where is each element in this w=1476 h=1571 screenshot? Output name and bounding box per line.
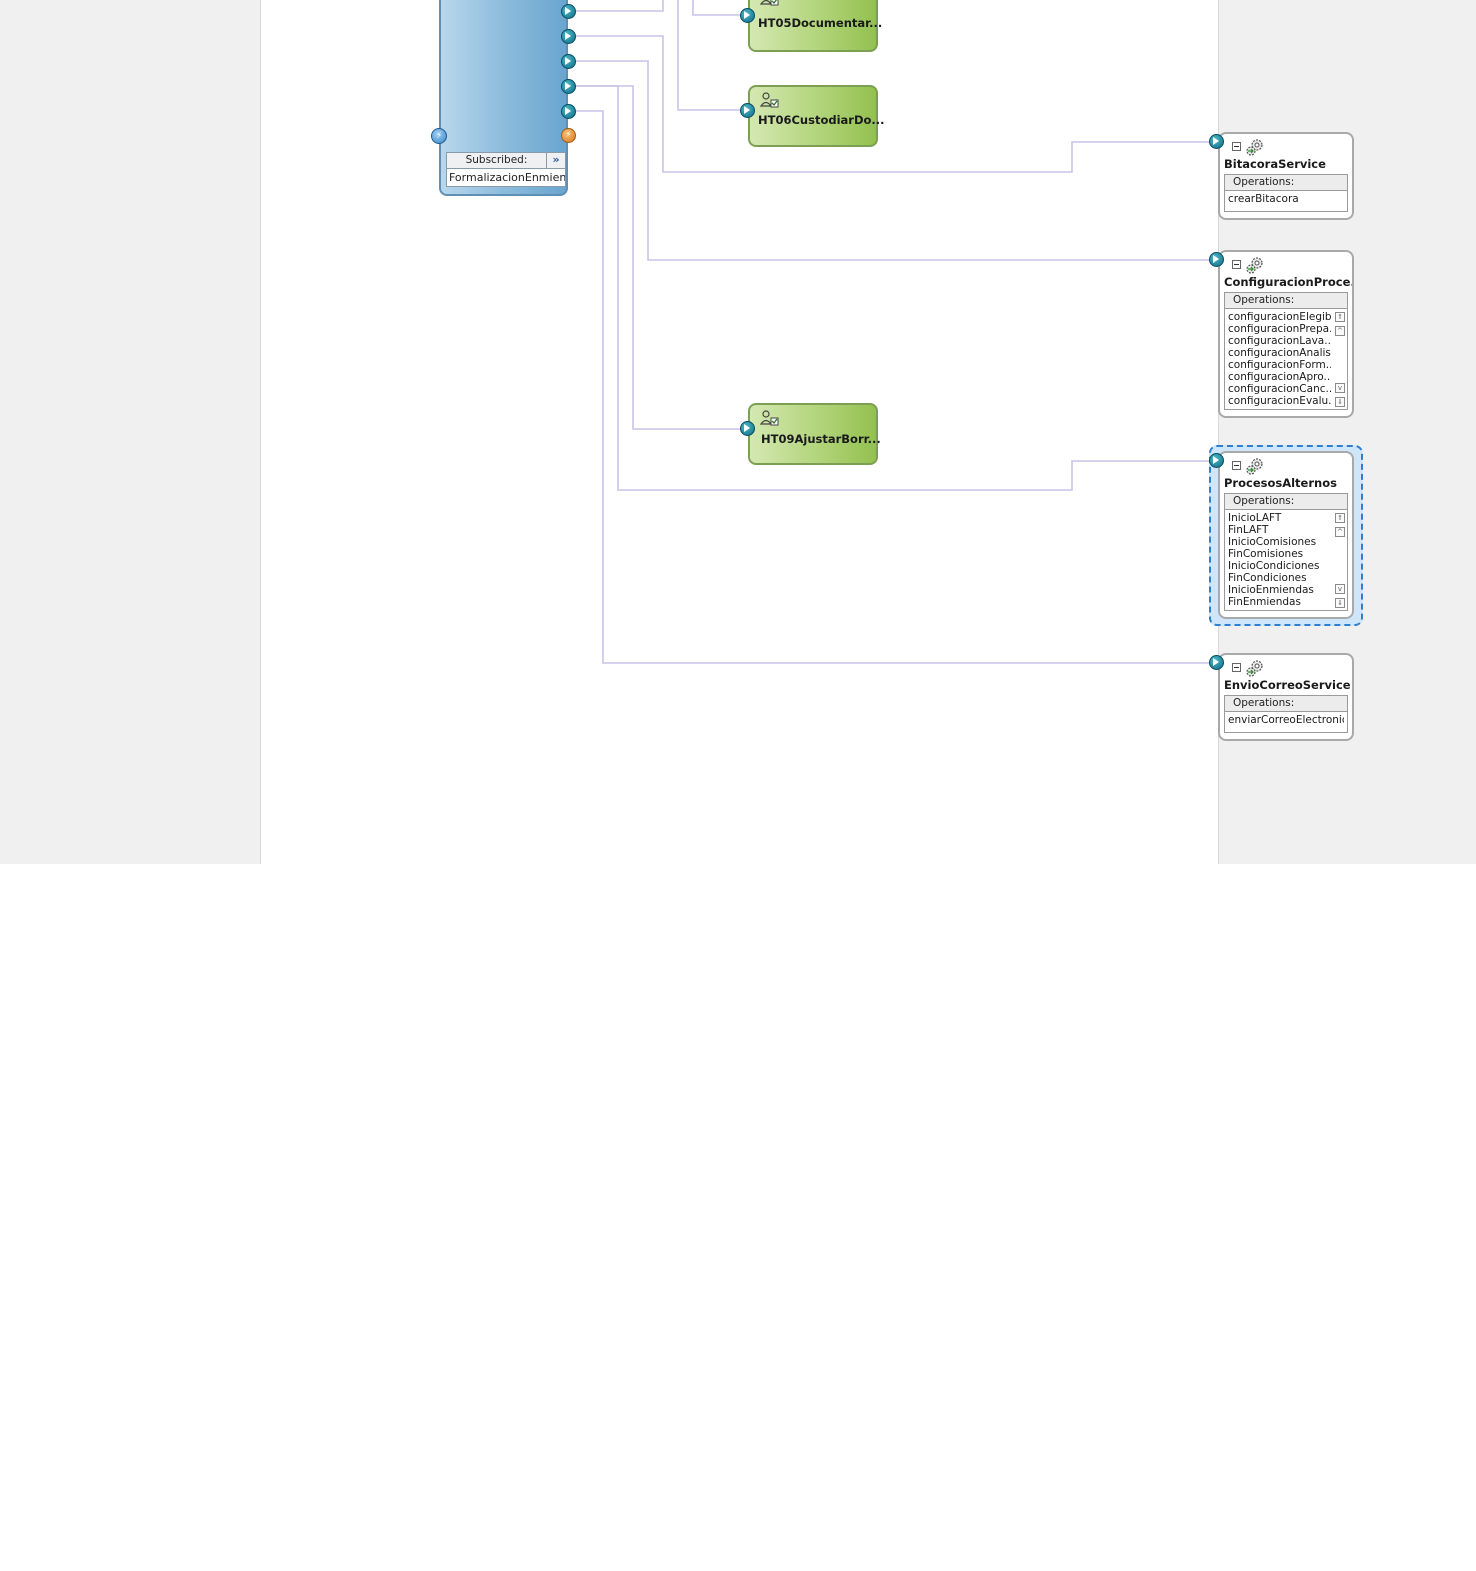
operations-list: InicioLAFT FinLAFT InicioComisiones FinC…: [1225, 510, 1347, 610]
service-gear-icon: [1246, 458, 1263, 475]
human-task-ht06[interactable]: HT06CustodiarDo...: [748, 85, 885, 147]
wire-configuracion: [576, 60, 1210, 261]
reference-port-configuracion[interactable]: [1209, 252, 1224, 267]
subscribed-label: Subscribed:: [465, 154, 528, 166]
operations-list: enviarCorreoElectronico: [1225, 712, 1347, 732]
operations-box: Operations: configuracionElegib... confi…: [1224, 292, 1348, 410]
collapse-icon[interactable]: [1232, 461, 1241, 470]
service-name: ProcesosAlternos: [1224, 476, 1337, 490]
operation-item[interactable]: configuracionAnalisis: [1228, 347, 1331, 359]
operations-box: Operations: crearBitacora: [1224, 174, 1348, 212]
component-reference-port-4[interactable]: [561, 79, 576, 94]
scroll-up-icon[interactable]: ^: [1335, 527, 1345, 537]
scroll-down-icon[interactable]: v: [1335, 383, 1345, 393]
operation-item[interactable]: configuracionElegib...: [1228, 311, 1331, 323]
operation-item[interactable]: configuracionEvalu...: [1228, 395, 1331, 407]
operations-label: Operations:: [1225, 293, 1347, 309]
wire-ht05: [576, 0, 664, 12]
component-reference-port-5[interactable]: [561, 104, 576, 119]
task-name: HT06CustodiarDo...: [758, 113, 885, 127]
human-task-icon: [760, 410, 779, 426]
task-service-port-ht05[interactable]: [740, 8, 755, 23]
operations-list: crearBitacora: [1225, 191, 1347, 211]
scroll-up-icon[interactable]: ^: [1335, 326, 1345, 336]
task-service-port-ht06[interactable]: [740, 103, 755, 118]
wire-envio: [576, 110, 1210, 664]
operations-box: Operations: InicioLAFT FinLAFT InicioCom…: [1224, 493, 1348, 611]
service-gear-icon: [1246, 139, 1263, 156]
operations-label: Operations:: [1225, 494, 1347, 510]
scroll-top-icon[interactable]: ⇑: [1335, 312, 1345, 322]
scroll-down-icon[interactable]: v: [1335, 584, 1345, 594]
wire-bitacora: [576, 35, 1210, 173]
service-gear-icon: [1246, 257, 1263, 274]
human-task-icon: [760, 0, 779, 6]
expand-subscribed-button[interactable]: »: [546, 153, 565, 168]
task-service-port-ht09[interactable]: [740, 421, 755, 436]
task-name: HT05Documentar...: [758, 16, 883, 30]
event-subscription-icon[interactable]: ⚡: [431, 128, 447, 144]
operation-item[interactable]: InicioCondiciones: [1228, 560, 1320, 572]
component-reference-port-1[interactable]: [561, 4, 576, 19]
operation-item[interactable]: configuracionLava...: [1228, 335, 1331, 347]
operation-item[interactable]: configuracionForm...: [1228, 359, 1331, 371]
process-component[interactable]: Subscribed: » FormalizacionEnmiend...: [439, 0, 568, 196]
component-reference-port-3[interactable]: [561, 54, 576, 69]
operations-box: Operations: enviarCorreoElectronico: [1224, 695, 1348, 733]
task-name: HT09AjustarBorr...: [761, 432, 881, 446]
reference-service-procesos-alternos[interactable]: ProcesosAlternos Operations: InicioLAFT …: [1218, 451, 1354, 619]
collapse-icon[interactable]: [1232, 260, 1241, 269]
event-icon[interactable]: ⚡: [561, 128, 576, 143]
wire-ht06: [677, 0, 741, 111]
scroll-bottom-icon[interactable]: ⇓: [1335, 397, 1345, 407]
wire-ht09: [576, 85, 741, 430]
subscribed-event-value: FormalizacionEnmiend...: [449, 171, 565, 184]
scroll-bottom-icon[interactable]: ⇓: [1335, 598, 1345, 608]
exposed-services-lane: [0, 0, 261, 864]
collapse-icon[interactable]: [1232, 663, 1241, 672]
service-name: EnvioCorreoService: [1224, 678, 1351, 692]
components-lane: [261, 0, 1218, 864]
composite-canvas: Subscribed: » FormalizacionEnmiend... ⚡ …: [0, 0, 1476, 864]
reference-port-procesos-alternos[interactable]: [1209, 453, 1224, 468]
operation-item[interactable]: InicioLAFT: [1228, 512, 1282, 524]
operation-item[interactable]: crearBitacora: [1228, 193, 1299, 205]
component-reference-port-2[interactable]: [561, 29, 576, 44]
reference-service-envio-correo[interactable]: EnvioCorreoService Operations: enviarCor…: [1218, 653, 1354, 741]
wires: [576, 0, 1210, 664]
operations-list: configuracionElegib... configuracionPrep…: [1225, 309, 1347, 409]
scroll-top-icon[interactable]: ⇑: [1335, 513, 1345, 523]
human-task-icon: [760, 92, 779, 108]
collapse-icon[interactable]: [1232, 142, 1241, 151]
operation-item[interactable]: InicioEnmiendas: [1228, 584, 1314, 596]
wire-procesos: [576, 85, 1210, 491]
subscribed-events-box: Subscribed: » FormalizacionEnmiend...: [446, 152, 566, 187]
operation-item[interactable]: FinEnmiendas: [1228, 596, 1301, 608]
reference-service-bitacora[interactable]: BitacoraService Operations: crearBitacor…: [1218, 132, 1354, 220]
operation-item[interactable]: configuracionCanc...: [1228, 383, 1331, 395]
operation-item[interactable]: InicioComisiones: [1228, 536, 1317, 548]
operation-item[interactable]: FinCondiciones: [1228, 572, 1307, 584]
service-name: ConfiguracionProce...: [1224, 275, 1352, 289]
operation-item[interactable]: FinComisiones: [1228, 548, 1304, 560]
service-name: BitacoraService: [1224, 157, 1326, 171]
service-gear-icon: [1246, 660, 1263, 677]
reference-service-configuracion[interactable]: ConfiguracionProce... Operations: config…: [1218, 250, 1354, 418]
operation-item[interactable]: FinLAFT: [1228, 524, 1269, 536]
operations-label: Operations:: [1225, 696, 1347, 712]
operation-item[interactable]: enviarCorreoElectronico: [1228, 714, 1344, 726]
operations-label: Operations:: [1225, 175, 1347, 191]
wire-ht05-b: [692, 0, 741, 16]
human-task-ht05[interactable]: HT05Documentar...: [748, 0, 882, 52]
human-task-ht09[interactable]: HT09AjustarBorr...: [748, 403, 881, 465]
reference-port-envio-correo[interactable]: [1209, 655, 1224, 670]
operation-item[interactable]: configuracionPrepa...: [1228, 323, 1331, 335]
reference-port-bitacora[interactable]: [1209, 134, 1224, 149]
operation-item[interactable]: configuracionApro...: [1228, 371, 1331, 383]
